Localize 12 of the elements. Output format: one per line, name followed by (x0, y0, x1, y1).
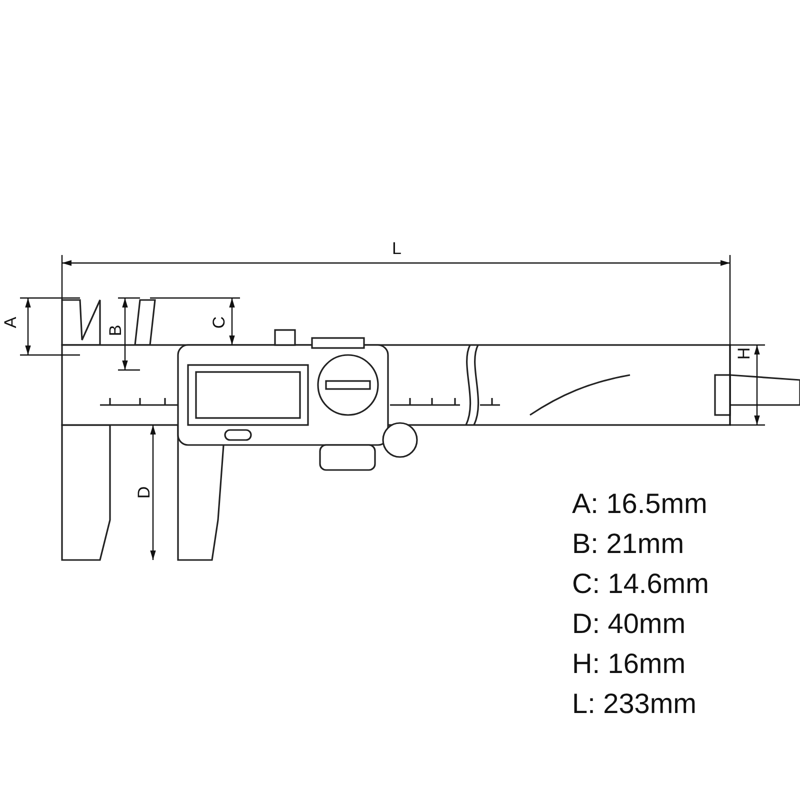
specification-text: C: 14.6mm (572, 570, 709, 598)
dimension-label: H (736, 347, 753, 360)
dimension-label: B (107, 324, 124, 336)
specification-text: A: 16.5mm (572, 490, 708, 518)
dimension-label: C (210, 316, 228, 329)
specification-text: L: 233mm (572, 690, 696, 718)
dimension-label: A (2, 316, 20, 328)
specification-text: B: 21mm (572, 530, 684, 558)
specification-text: D: 40mm (572, 610, 686, 638)
dimension-label: L (392, 240, 402, 257)
dimension-label: D (136, 486, 153, 499)
specification-text: H: 16mm (572, 650, 686, 678)
